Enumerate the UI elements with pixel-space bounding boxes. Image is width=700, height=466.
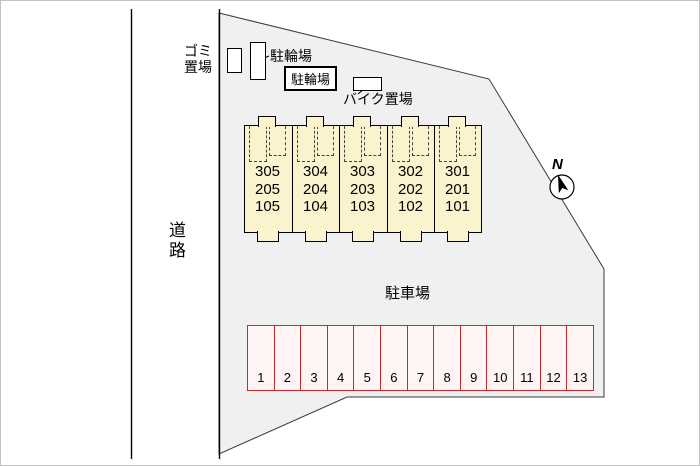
parking-space-number: 9: [470, 370, 478, 385]
room-number: 303: [349, 163, 376, 180]
balcony-dashed-outline: [269, 126, 286, 156]
balcony-dashed-outline: [412, 126, 429, 156]
parking-space: 4: [326, 326, 354, 390]
parking-space-number: 1: [257, 370, 265, 385]
parking-row: 1 2 3 4 5 6 7 8 9 10 11 12 13: [247, 325, 594, 391]
bicycle-parking-label-2: 駐輪場: [284, 66, 338, 91]
room-number: 201: [444, 180, 471, 198]
parking-space-number: 2: [283, 370, 292, 385]
motorcycle-area-box: [353, 77, 382, 91]
entrance-tab: [352, 231, 374, 242]
room-number: 102: [397, 198, 424, 215]
room-number: 104: [302, 198, 329, 215]
parking-space-number: 10: [493, 370, 508, 385]
parking-space-number: 7: [416, 370, 425, 385]
road-label: 道路: [166, 221, 185, 261]
room-number: 205: [254, 180, 281, 198]
building-outline: [244, 125, 482, 233]
stairwell-tab: [448, 116, 466, 127]
room-numbers: 304 204 104: [292, 163, 339, 216]
bicycle-parking-label-1: 駐輪場: [270, 48, 312, 64]
room-number: 204: [302, 180, 329, 198]
parking-space: 13: [566, 326, 593, 390]
parking-space-number: 5: [363, 370, 371, 385]
room-number: 304: [302, 163, 329, 180]
motorcycle-area-label: バイク置場: [343, 91, 413, 107]
unit-divider: [339, 125, 340, 233]
building-unit: 304 204 104: [292, 116, 339, 243]
room-number: 302: [397, 163, 424, 180]
parking-space-number: 11: [520, 370, 534, 385]
balcony-dashed-outline: [317, 126, 334, 156]
balcony-dashed-outline: [344, 126, 362, 162]
parking-space: 1: [248, 326, 274, 390]
parking-space-number: 13: [572, 370, 588, 385]
parking-space: 9: [459, 326, 487, 390]
garbage-box: [227, 48, 242, 73]
parking-space: 6: [380, 326, 407, 390]
balcony-dashed-outline: [249, 126, 267, 162]
room-number: 301: [444, 163, 471, 180]
parking-space: 11: [513, 326, 540, 390]
building-unit: 303 203 103: [339, 116, 386, 243]
stairwell-tab: [258, 116, 276, 127]
parking-space-number: 12: [546, 370, 561, 385]
balcony-dashed-outline: [459, 126, 476, 156]
stairwell-tab: [401, 116, 419, 127]
room-number: 202: [397, 180, 424, 198]
building: 305 205 105 304 204 104 303 203: [244, 116, 482, 243]
balcony-dashed-outline: [364, 126, 381, 156]
room-number: 203: [349, 180, 376, 198]
building-unit: 305 205 105: [244, 116, 291, 243]
parking-space: 8: [433, 326, 460, 390]
entrance-tab: [400, 231, 422, 242]
balcony-dashed-outline: [392, 126, 410, 162]
balcony-dashed-outline: [439, 126, 457, 162]
entrance-tab: [257, 231, 279, 242]
building-unit: 302 202 102: [387, 116, 434, 243]
room-numbers: 302 202 102: [387, 163, 434, 216]
room-numbers: 303 203 103: [339, 163, 386, 216]
parking-space: 7: [406, 326, 434, 390]
garbage-label-line2: 置場: [184, 59, 212, 75]
unit-divider: [292, 125, 293, 233]
compass: N: [549, 156, 575, 200]
compass-n-label: N: [552, 156, 564, 173]
building-unit: 301 201 101: [434, 116, 481, 243]
parking-space-number: 4: [337, 370, 345, 385]
unit-divider: [387, 125, 388, 233]
stairwell-tab: [353, 116, 371, 127]
compass-needle-icon: [557, 174, 569, 194]
parking-space-number: 8: [443, 370, 451, 385]
parking-lot-label: 駐車場: [385, 285, 431, 302]
room-number: 305: [254, 163, 281, 180]
room-numbers: 301 201 101: [434, 163, 481, 216]
stairwell-tab: [306, 116, 324, 127]
parking-space: 12: [539, 326, 567, 390]
entrance-tab: [305, 231, 327, 242]
room-number: 105: [254, 198, 281, 215]
parking-space-number: 6: [390, 370, 398, 385]
room-number: 101: [444, 198, 471, 215]
parking-space: 3: [300, 326, 327, 390]
garbage-label-line1: ゴミ: [184, 43, 212, 59]
parking-space: 2: [273, 326, 301, 390]
balcony-dashed-outline: [297, 126, 315, 162]
bicycle-rack-box: [250, 42, 266, 80]
parking-space: 10: [486, 326, 513, 390]
room-number: 103: [349, 198, 376, 215]
unit-divider: [434, 125, 435, 233]
garbage-area-label: ゴミ 置場: [184, 43, 212, 75]
room-numbers: 305 205 105: [244, 163, 291, 216]
parking-space: 5: [353, 326, 380, 390]
entrance-tab: [447, 231, 469, 242]
parking-space-number: 3: [310, 370, 318, 385]
